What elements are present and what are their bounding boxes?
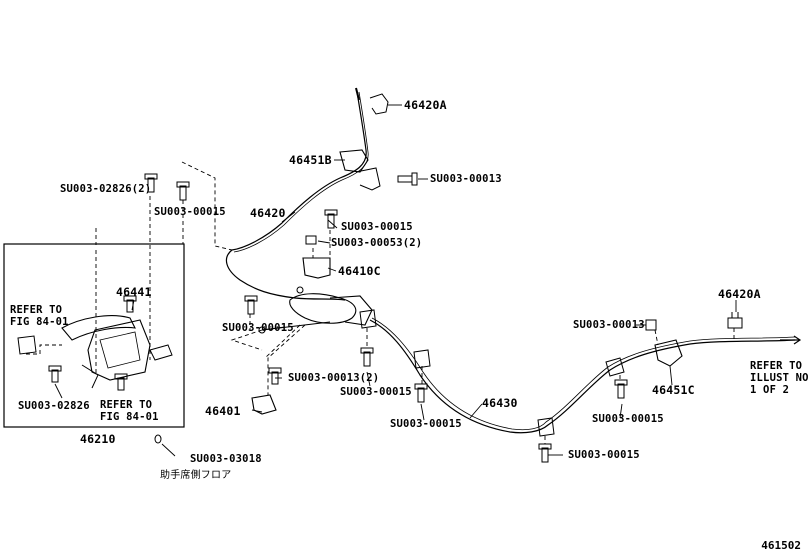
label-su003-00015-g: SU003-00015 bbox=[592, 413, 664, 425]
diagram-id: 461502 bbox=[761, 539, 801, 552]
clip-rear-1 bbox=[413, 349, 431, 369]
equalizer bbox=[289, 293, 357, 324]
label-su003-03018: SU003-03018 bbox=[190, 453, 262, 465]
label-46210: 46210 bbox=[80, 432, 116, 446]
lever-base bbox=[87, 319, 151, 381]
label-refer-b-2: FIG 84-01 bbox=[100, 411, 159, 423]
label-refer-illust-1: REFER TO bbox=[750, 360, 803, 372]
clip-46420a-right bbox=[727, 317, 743, 329]
label-su003-00013-right: SU003-00013 bbox=[573, 319, 645, 331]
equalizer-link bbox=[329, 295, 373, 326]
label-su003-00015-b: SU003-00015 bbox=[341, 221, 413, 233]
label-46401: 46401 bbox=[205, 404, 241, 418]
dashed-leaders bbox=[26, 161, 735, 444]
clip-46451c bbox=[654, 339, 683, 367]
label-su003-00015-e: SU003-00015 bbox=[390, 418, 462, 430]
label-46430: 46430 bbox=[482, 396, 518, 410]
label-46451b: 46451B bbox=[289, 153, 332, 167]
label-46410c: 46410C bbox=[338, 264, 381, 278]
cable-46420 bbox=[225, 91, 367, 301]
refer-arrow bbox=[780, 335, 802, 345]
label-46451c: 46451C bbox=[652, 383, 695, 397]
bracket-46410c bbox=[302, 257, 331, 279]
clip-46420a-top bbox=[369, 93, 389, 115]
label-refer-b-1: REFER TO bbox=[100, 399, 153, 411]
label-46420a-top: 46420A bbox=[404, 98, 447, 112]
label-su003-00013-top: SU003-00013 bbox=[430, 173, 502, 185]
label-su003-00013-2: SU003-00013(2) bbox=[288, 372, 380, 384]
label-su003-00015-a: SU003-00015 bbox=[154, 206, 226, 218]
bolt-icons bbox=[48, 172, 657, 463]
cable-46430-inner bbox=[371, 317, 796, 431]
lever-arm bbox=[61, 315, 136, 341]
label-su003-00053-2: SU003-00053(2) bbox=[331, 237, 423, 249]
label-floor-jp: 助手席側フロア bbox=[160, 470, 232, 481]
clip-rear-2 bbox=[537, 417, 555, 437]
lever-link bbox=[81, 364, 99, 389]
lever-switch bbox=[17, 335, 37, 355]
label-su003-02826-2: SU003-02826(2) bbox=[60, 183, 152, 195]
clip-rear-3 bbox=[605, 357, 625, 377]
lever-assembly-box bbox=[3, 243, 185, 428]
grommet-icon bbox=[154, 434, 162, 444]
label-46420a-right: 46420A bbox=[718, 287, 761, 301]
clip-46451b bbox=[339, 149, 369, 173]
cable-46420-inner bbox=[233, 91, 369, 253]
leader-lines bbox=[54, 104, 737, 457]
label-su003-02826: SU003-02826 bbox=[18, 400, 90, 412]
label-refer-illust-3: 1 OF 2 bbox=[750, 384, 790, 396]
lever-plate bbox=[99, 331, 141, 369]
label-su003-00015-c: SU003-00015 bbox=[222, 322, 294, 334]
label-refer-a-2: FIG 84-01 bbox=[10, 316, 69, 328]
label-refer-a-1: REFER TO bbox=[10, 304, 63, 316]
label-46420: 46420 bbox=[250, 206, 286, 220]
label-46441: 46441 bbox=[116, 285, 152, 299]
bracket-46401 bbox=[251, 394, 277, 415]
cable-46430 bbox=[369, 319, 796, 434]
label-su003-00015-d: SU003-00015 bbox=[340, 386, 412, 398]
clip-46451b-bracket bbox=[355, 167, 381, 191]
clip-rear-4 bbox=[359, 309, 377, 329]
label-su003-00015-f: SU003-00015 bbox=[568, 449, 640, 461]
cable-end-top bbox=[355, 87, 360, 101]
label-refer-illust-2: ILLUST NO. bbox=[750, 372, 811, 384]
lever-cable-end bbox=[149, 344, 173, 361]
pin bbox=[296, 286, 304, 294]
